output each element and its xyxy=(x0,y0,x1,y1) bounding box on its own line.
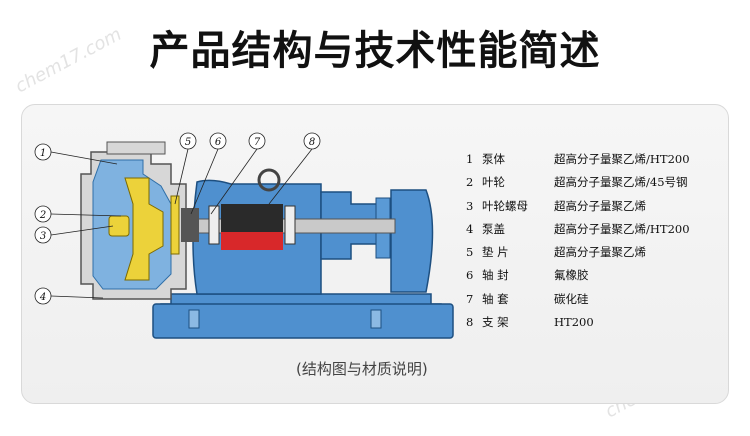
part-number: 4 xyxy=(466,221,474,236)
part-row: 6 轴 封 氟橡胶 xyxy=(466,264,726,287)
part-name: 支 架 xyxy=(482,315,509,330)
part-row: 1 泵体 超高分子量聚乙烯/HT200 xyxy=(466,148,726,171)
part-material: 氟橡胶 xyxy=(554,268,589,283)
part-row: 7 轴 套 碳化硅 xyxy=(466,288,726,311)
part-material: 碳化硅 xyxy=(554,291,589,306)
casing-liner xyxy=(92,159,172,290)
oil-chamber xyxy=(221,232,283,250)
base-bolts xyxy=(188,309,382,329)
callout-2: 2 xyxy=(39,210,46,221)
callout-3: 3 xyxy=(40,231,46,242)
part-material: 超高分子量聚乙烯 xyxy=(554,245,646,260)
part-material: HT200 xyxy=(554,315,594,330)
part-number: 8 xyxy=(466,315,474,330)
motor-housing xyxy=(390,189,434,293)
part-row: 2 叶轮 超高分子量聚乙烯/45号钢 xyxy=(466,171,726,194)
part-name: 泵盖 xyxy=(482,221,505,236)
part-number: 2 xyxy=(466,175,474,190)
part-number: 1 xyxy=(466,152,474,166)
impeller xyxy=(124,177,164,281)
part-name: 叶轮螺母 xyxy=(482,198,528,213)
part-material: 超高分子量聚乙烯 xyxy=(554,198,646,213)
callout-5: 5 xyxy=(185,137,191,148)
gasket xyxy=(170,195,180,255)
page-title: 产品结构与技术性能简述 xyxy=(149,28,601,74)
lifting-ring xyxy=(257,168,281,192)
pump-structure-diagram: 1 2 3 4 5 6 7 8 xyxy=(34,132,454,339)
part-number: 3 xyxy=(466,198,474,213)
callout-1: 1 xyxy=(40,148,46,159)
part-row: 4 泵盖 超高分子量聚乙烯/HT200 xyxy=(466,218,726,241)
part-row: 5 垫 片 超高分子量聚乙烯 xyxy=(466,241,726,264)
part-material: 超高分子量聚乙烯/HT200 xyxy=(554,221,690,236)
bearing-right xyxy=(284,205,296,245)
callout-7: 7 xyxy=(254,137,261,148)
part-name: 泵体 xyxy=(482,152,505,166)
shaft-seal xyxy=(181,208,199,242)
part-name: 垫 片 xyxy=(482,245,509,260)
diagram-caption: (结构图与材质说明) xyxy=(296,360,428,378)
part-name: 轴 套 xyxy=(482,291,509,306)
bearing-left xyxy=(208,205,220,245)
callouts xyxy=(34,132,321,305)
part-name: 叶轮 xyxy=(482,175,505,190)
callout-8: 8 xyxy=(309,137,315,148)
part-name: 轴 封 xyxy=(482,268,509,283)
part-material: 超高分子量聚乙烯/45号钢 xyxy=(554,175,688,190)
inlet-flange xyxy=(106,141,166,155)
part-number: 5 xyxy=(466,245,474,260)
callout-4: 4 xyxy=(39,292,46,303)
part-number: 7 xyxy=(466,291,474,306)
part-row: 8 支 架 HT200 xyxy=(466,311,726,334)
part-number: 6 xyxy=(466,268,474,283)
part-row: 3 叶轮螺母 超高分子量聚乙烯 xyxy=(466,195,726,218)
callout-6: 6 xyxy=(215,137,222,148)
part-material: 超高分子量聚乙烯/HT200 xyxy=(554,152,690,166)
